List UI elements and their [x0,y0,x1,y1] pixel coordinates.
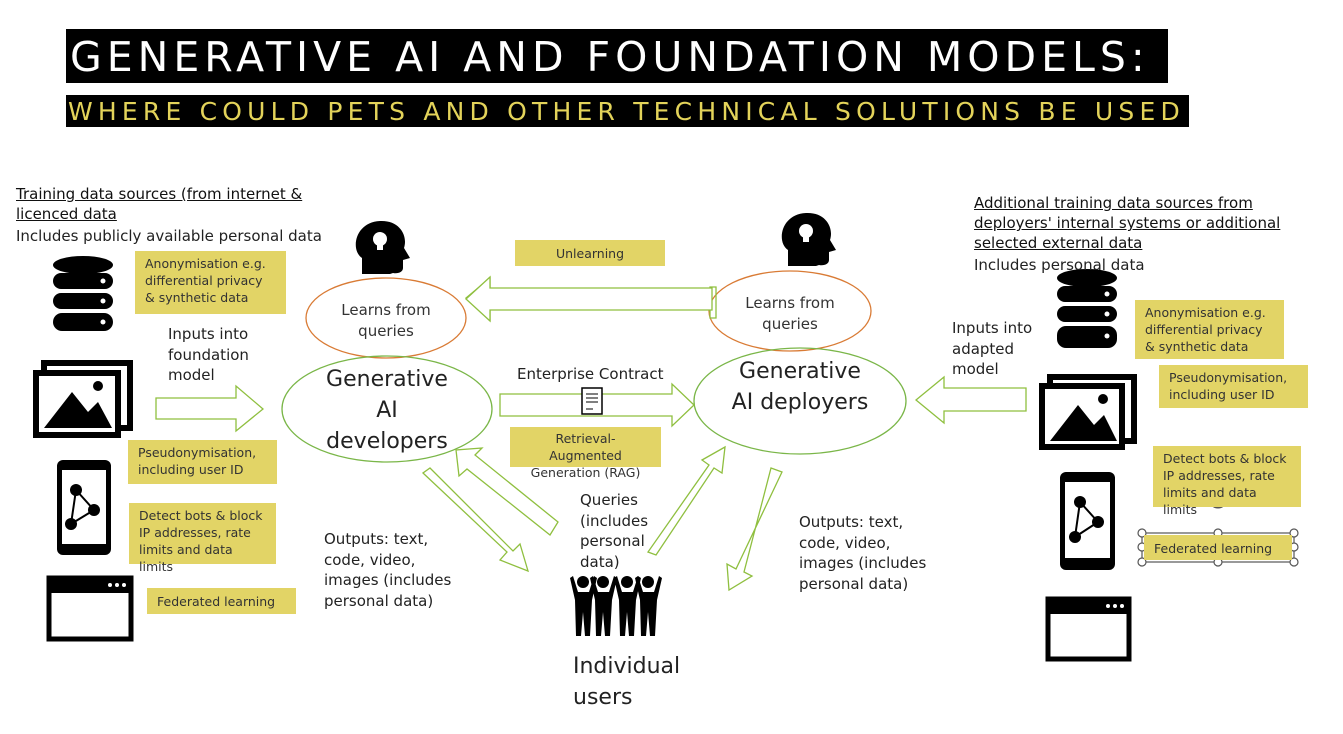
right-federated-box[interactable]: Federated learning [1144,535,1292,560]
outputs-arrow-right [726,467,783,592]
unlearning-arrow-body [465,275,713,323]
outputs-left-label: Outputs: text, code, video, images (incl… [324,530,452,610]
left-bots-box: Detect bots & block IP addresses, rate l… [129,503,276,574]
unlearning-box: Unlearning [515,240,665,266]
right-arrow-label: Inputs into adapted model [952,319,1033,378]
rag-box: Retrieval-Augmented Generation (RAG) [510,427,661,480]
right-note: Includes personal data [974,256,1145,274]
queries-arrow-left [455,447,559,536]
head-lightbulb-icon [355,220,410,274]
images-icon [33,360,133,438]
database-icon [53,256,113,331]
images-icon [1039,374,1137,450]
input-arrow-left [155,384,265,433]
left-anonymisation-box: Anonymisation e.g. differential privacy … [135,251,286,314]
learns-right-label: Learns from queries [745,294,835,333]
deployers-label: Generative AI deployers [731,359,869,415]
outputs-arrow-left [421,467,530,573]
browser-window-icon [46,575,134,642]
left-note: Includes publicly available personal dat… [16,227,322,245]
learns-ellipse-right [708,270,872,352]
phone-network-icon [1060,472,1115,570]
head-lightbulb-icon [781,212,836,266]
users-label: Individual users [573,654,681,710]
right-bots-box: Detect bots & block IP addresses, rate l… [1153,446,1301,517]
developers-label: Generative AI developers [326,367,448,454]
queries-arrow-right [646,445,726,556]
input-arrow-right [914,375,1027,425]
outputs-right-label: Outputs: text, code, video, images (incl… [799,513,927,593]
left-arrow-label: Inputs into foundation model [168,325,249,384]
developers-ellipse [281,355,493,463]
people-group-icon [570,576,662,636]
database-icon [1057,269,1117,348]
left-federated-box: Federated learning [147,588,296,614]
learns-ellipse-left [305,277,467,359]
queries-label: Queries (includes personal data) [580,491,649,571]
phone-network-icon [57,460,111,555]
left-heading: Training data sources (from internet & l… [16,185,303,223]
right-anonymisation-box: Anonymisation e.g. differential privacy … [1135,300,1284,359]
deployers-ellipse [693,347,907,455]
right-heading: Additional training data sources from de… [974,194,1281,252]
left-pseudonymisation-box: Pseudonymisation, including user ID [128,440,277,484]
contract-label: Enterprise Contract [517,365,664,383]
browser-window-icon [1045,596,1132,662]
page-subtitle: WHERE COULD PETS AND OTHER TECHNICAL SOL… [66,95,1189,127]
page-title: GENERATIVE AI AND FOUNDATION MODELS: [66,29,1168,83]
right-pseudonymisation-box: Pseudonymisation, including user ID [1159,365,1308,408]
document-icon [581,387,603,415]
learns-left-label: Learns from queries [341,301,431,340]
